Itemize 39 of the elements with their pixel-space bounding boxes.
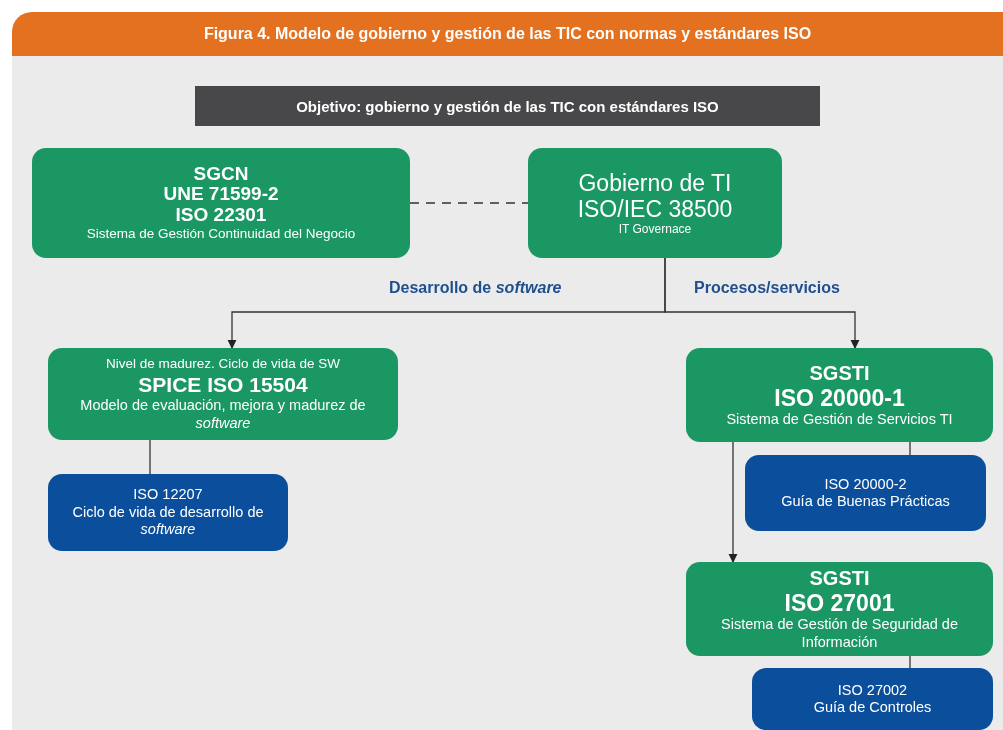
box-heading: ISO 12207 xyxy=(133,486,203,504)
connector-line xyxy=(409,202,529,204)
standard-box xyxy=(48,348,398,440)
box-text: ISO 27001 xyxy=(784,589,895,617)
box-heading: SGCN xyxy=(193,163,249,185)
box-heading: SGSTI xyxy=(809,566,870,590)
standard-box xyxy=(528,148,782,258)
connector-line xyxy=(149,439,151,475)
objective-banner xyxy=(195,86,820,126)
connector-line xyxy=(909,655,911,669)
box-text: Sistema de Gestión de Servicios TI xyxy=(726,411,953,429)
box-text: ISO 22301 xyxy=(175,205,267,227)
box-heading: ISO 20000-2 xyxy=(824,475,907,493)
standard-box xyxy=(752,668,993,730)
box-heading: SGSTI xyxy=(809,361,870,385)
standard-box xyxy=(32,148,410,258)
box-text: ISO/IEC 38500 xyxy=(577,196,733,223)
box-text: ISO 20000-1 xyxy=(774,384,905,411)
box-text: Ciclo de vida de desarrollo de software xyxy=(71,503,265,539)
box-text: Modelo de evaluación, mejora y madurez de software xyxy=(79,397,367,433)
box-text: Sistema de Gestión Continuidad del Negocio xyxy=(86,226,356,243)
standard-box xyxy=(48,474,288,551)
box-text: Guía de Buenas Prácticas xyxy=(781,493,950,511)
connector-line xyxy=(909,441,911,456)
arrow xyxy=(664,257,860,349)
box-heading: Objetivo: gobierno y gestión de las TIC con estándares ISO xyxy=(296,97,719,115)
box-text: UNE 71599-2 xyxy=(163,184,279,206)
box-heading: Nivel de madurez. Ciclo de vida de SW xyxy=(105,355,341,373)
title: Figura 4. Modelo de gobierno y gestión de las TIC con normas y estándares ISO xyxy=(203,25,812,43)
standard-box xyxy=(686,348,993,442)
arrow xyxy=(728,441,738,563)
box-text: IT Governace xyxy=(618,222,692,237)
box-text: Guía de Controles xyxy=(813,699,932,717)
box-heading: Gobierno de TI xyxy=(578,169,732,197)
box-heading: ISO 27002 xyxy=(837,681,908,699)
standard-box xyxy=(686,562,993,656)
standard-box xyxy=(745,455,986,531)
box-text: Sistema de Gestión de Seguridad de Información xyxy=(720,616,959,652)
box-text: SPICE ISO 15504 xyxy=(138,372,308,398)
